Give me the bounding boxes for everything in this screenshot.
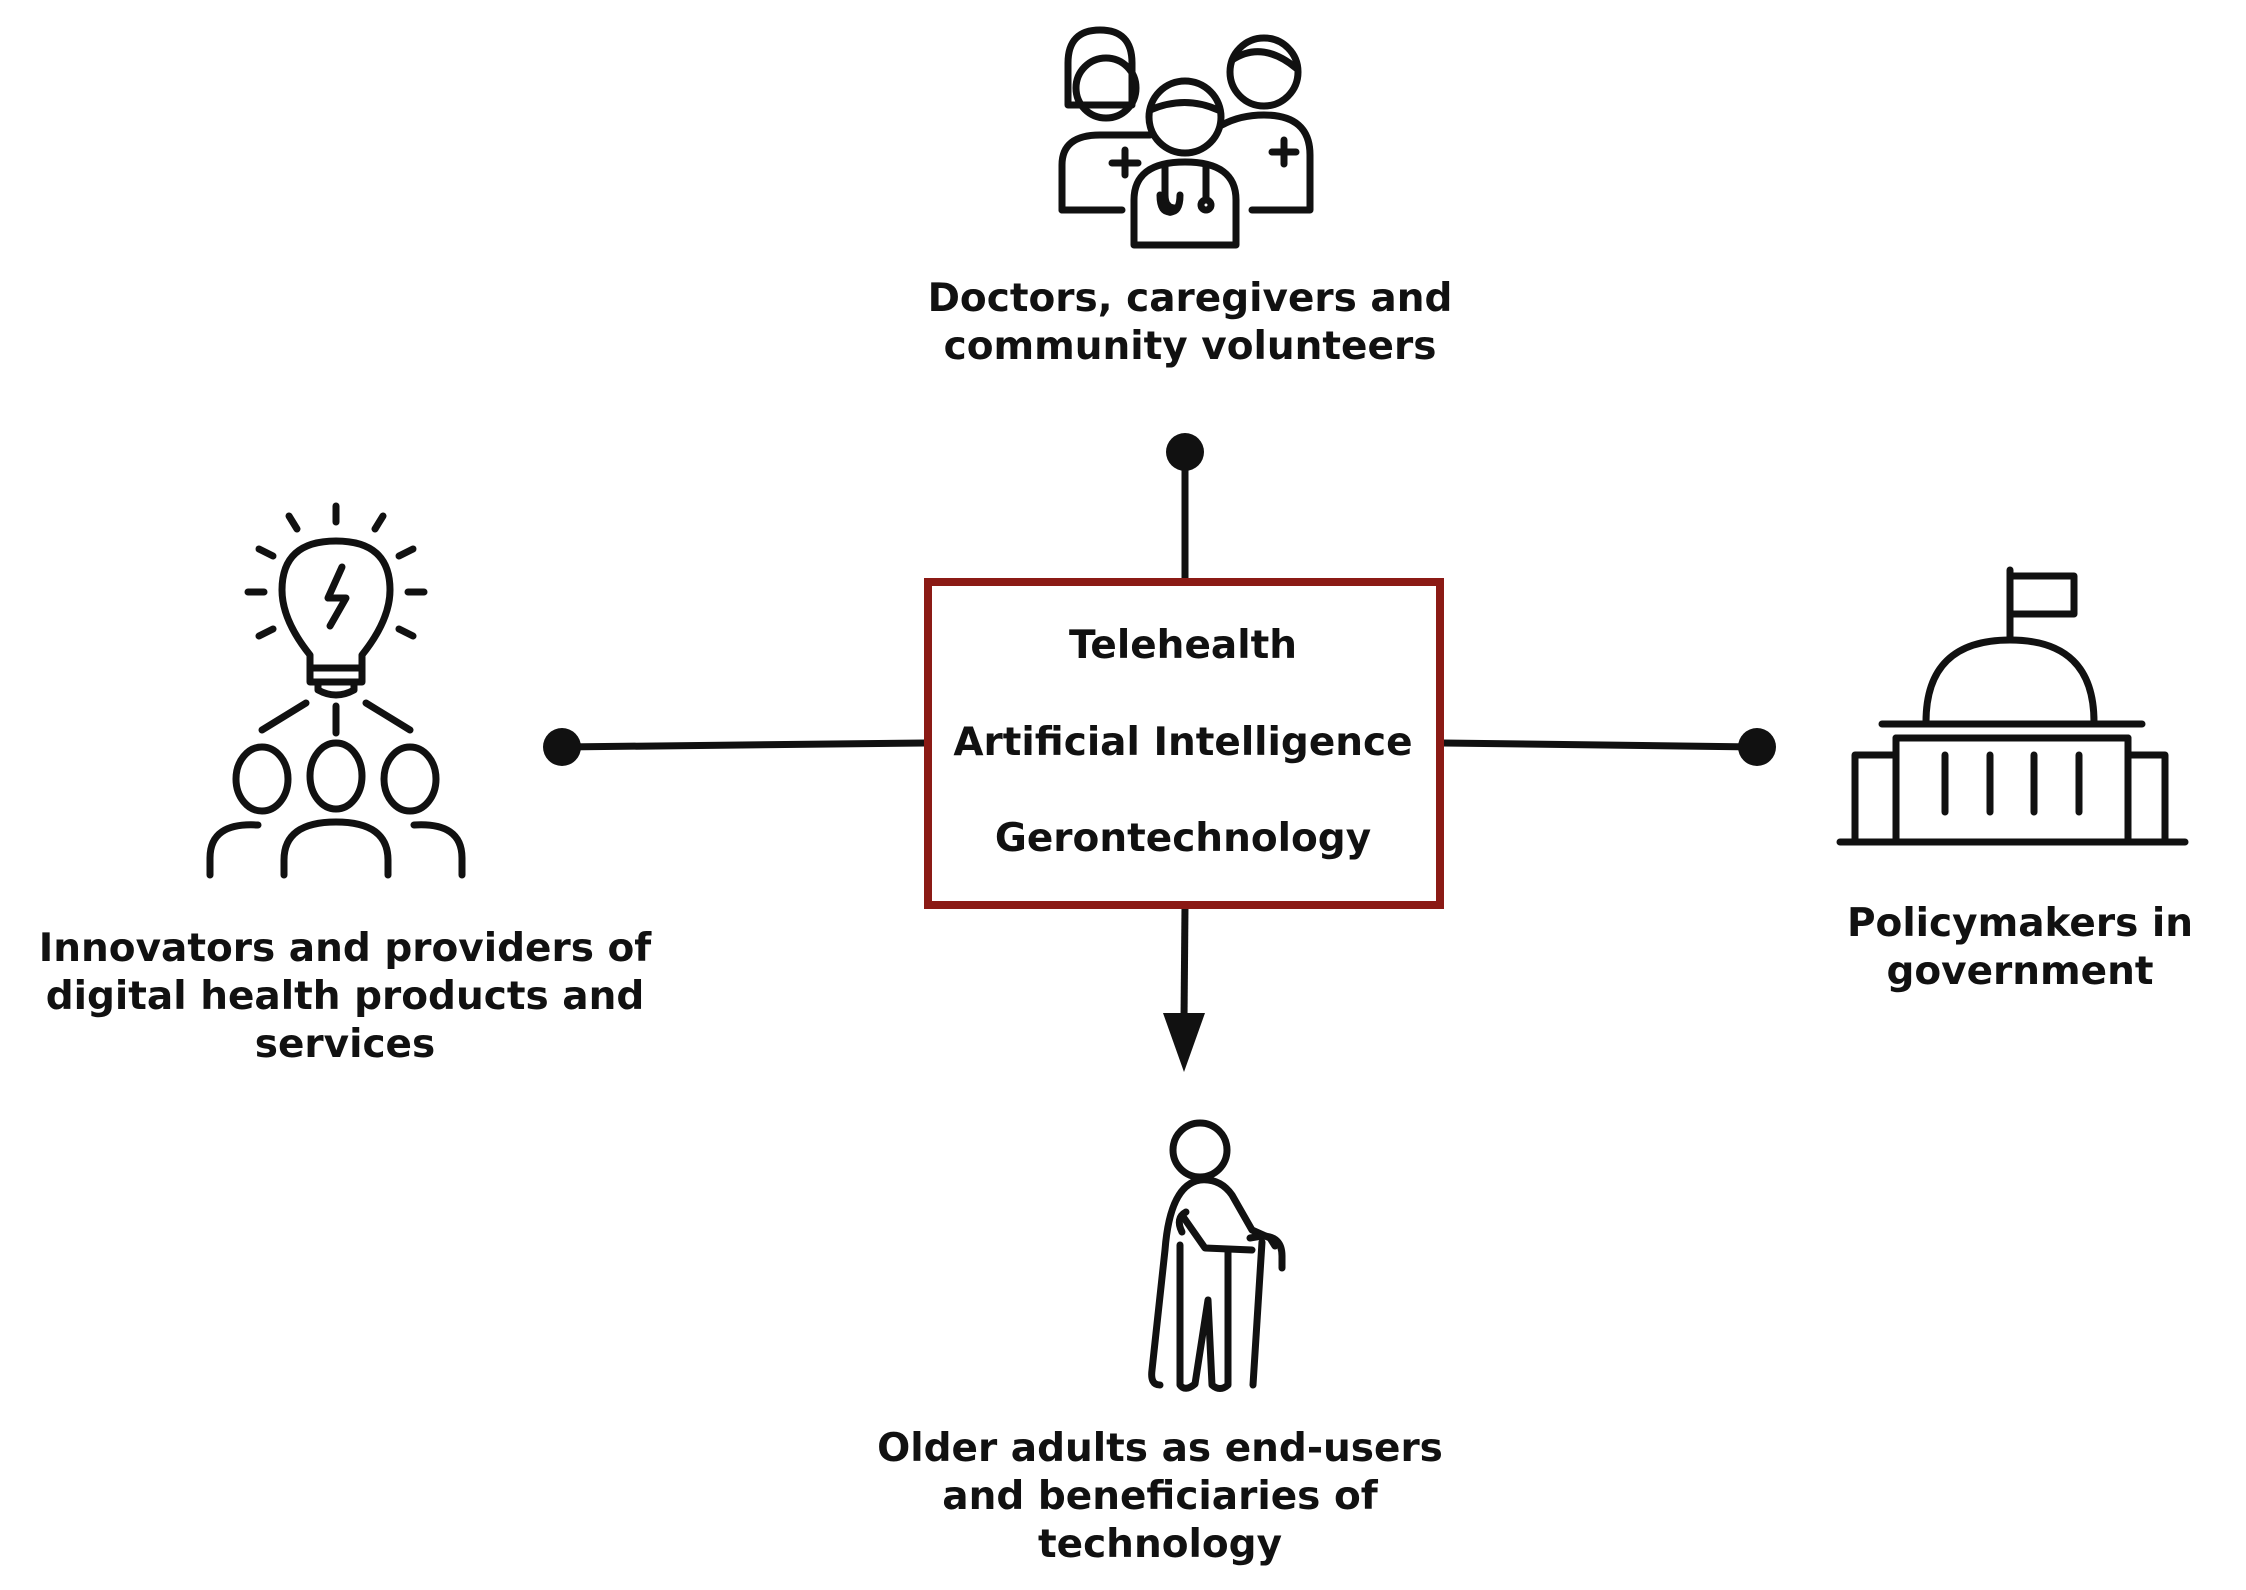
label-line: Doctors, caregivers and [927, 276, 1453, 321]
stakeholder-label-doctors-caregivers: Doctors, caregivers and community volunt… [880, 275, 1500, 371]
stakeholder-label-policymakers: Policymakers in government [1770, 900, 2246, 996]
government-building-icon [1836, 566, 2189, 846]
connector-right [1442, 728, 1776, 766]
connector-top [1166, 433, 1204, 580]
label-line: services [254, 1022, 436, 1067]
label-line: digital health products and [45, 974, 645, 1019]
healthcare-team-icon [1058, 26, 1314, 249]
elderly-person-with-cane-icon [1148, 1119, 1286, 1392]
label-line: government [1886, 949, 2154, 994]
connector-left [543, 728, 926, 766]
center-item-artificial-intelligence: Artificial Intelligence [953, 720, 1413, 765]
center-box [924, 578, 1444, 909]
innovation-team-icon [206, 502, 466, 879]
stakeholder-label-innovators: Innovators and providers of digital heal… [20, 925, 670, 1069]
label-line: community volunteers [943, 324, 1437, 369]
label-line: and beneficiaries of [942, 1474, 1378, 1519]
label-line: Older adults as end-users [877, 1426, 1443, 1471]
stakeholder-label-older-adults: Older adults as end-users and beneficiar… [850, 1425, 1470, 1569]
label-line: technology [1037, 1522, 1283, 1567]
label-line: Policymakers in [1846, 901, 2194, 946]
center-item-telehealth: Telehealth [1068, 623, 1297, 668]
center-item-gerontechnology: Gerontechnology [994, 816, 1372, 861]
connector-bottom-arrow [1163, 905, 1205, 1072]
label-line: Innovators and providers of [38, 926, 652, 971]
